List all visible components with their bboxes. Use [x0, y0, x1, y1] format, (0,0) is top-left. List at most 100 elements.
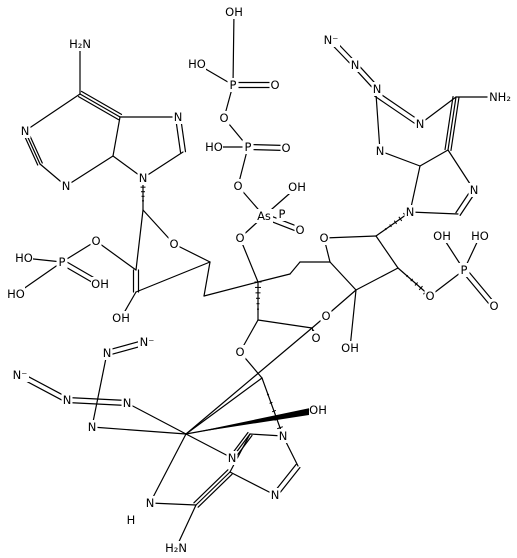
atom-label-naz2: N — [63, 393, 72, 407]
bond — [349, 289, 357, 349]
atom-label-bg — [61, 393, 73, 407]
atom-label-bg — [90, 234, 102, 248]
atom-label-bg — [60, 179, 72, 193]
atom-label-ob2: O — [233, 179, 242, 193]
bond — [135, 209, 144, 271]
atom-label-bg — [121, 396, 133, 410]
double-bond — [77, 96, 120, 121]
atom-label-oh3a: OH — [112, 311, 130, 325]
double-bond — [444, 95, 454, 151]
hash-bond — [393, 220, 397, 225]
bond — [112, 116, 121, 157]
atom-label-naz3: N — [123, 396, 132, 410]
bond — [229, 433, 251, 473]
double-bond — [276, 466, 301, 498]
bond — [447, 96, 457, 151]
atom-label-as: As — [257, 209, 271, 223]
atom-label-n_az1: N⁻ — [324, 33, 339, 47]
atom-label-nh2c: H₂N — [165, 541, 187, 555]
atom-label-bg — [227, 78, 239, 92]
atom-label-bg — [288, 180, 306, 194]
atom-label-bg — [458, 263, 470, 277]
double-bond — [450, 96, 460, 152]
atom-label-op3: O — [295, 223, 304, 237]
atom-label-naz6: N — [88, 420, 97, 434]
atom-label-p3: P — [279, 207, 286, 221]
hash-bond — [406, 274, 409, 278]
atom-label-bg — [7, 287, 25, 301]
atom-label-oh3c: O — [311, 331, 320, 345]
atom-label-op1b: O — [270, 78, 279, 92]
bond — [79, 93, 121, 118]
hash-bond — [410, 278, 414, 282]
atom-label-bg — [138, 335, 156, 349]
double-bond — [247, 143, 287, 147]
hash-bond — [277, 426, 283, 430]
bond — [409, 211, 459, 215]
atom-label-bg — [294, 223, 306, 237]
atom-label-n_az3: N — [373, 82, 382, 96]
atom-label-bg — [56, 255, 68, 269]
bond — [24, 93, 81, 132]
atom-label-opb2: O — [489, 299, 498, 313]
atom-label-n7c: N — [271, 488, 280, 502]
atom-label-n9c: N — [279, 429, 288, 443]
atom-label-hopa: HO — [15, 251, 33, 265]
atom-label-o4a: O — [169, 237, 178, 251]
bond — [257, 319, 313, 329]
atom-label-op2: O — [281, 141, 290, 155]
atom-label-hopa2: HO — [7, 287, 25, 301]
atom-label-n9a: N — [139, 171, 148, 185]
atom-label-bg — [414, 117, 426, 131]
bond — [229, 471, 276, 496]
atom-label-o4b: O — [319, 231, 328, 245]
atom-label-bg — [168, 237, 180, 251]
atom-label-hop2: HO — [205, 140, 223, 154]
bond — [65, 155, 114, 187]
hash-bond — [389, 224, 392, 228]
atom-label-ob3: O — [235, 231, 244, 245]
atom-label-pb: P — [461, 263, 468, 277]
atom-label-oh3b: OH — [341, 341, 359, 355]
double-bond — [20, 372, 69, 399]
atom-label-n3c: N — [228, 451, 237, 465]
atom-label-bg — [310, 331, 322, 345]
atom-label-bg — [269, 488, 281, 502]
atom-label-bg — [86, 420, 98, 434]
hash-bond — [384, 228, 387, 231]
atom-label-bg — [172, 110, 184, 124]
atom-label-bg — [433, 229, 451, 243]
bond — [91, 352, 108, 428]
hash-bond — [414, 282, 418, 286]
atom-label-hopb: HO — [471, 229, 489, 243]
bond — [232, 11, 235, 86]
atom-label-bg — [468, 183, 480, 197]
atom-label-ohpb: OH — [433, 229, 451, 243]
bond — [355, 267, 399, 291]
atom-label-bg — [67, 37, 93, 51]
hash-bond — [380, 231, 382, 234]
double-bond — [373, 95, 420, 127]
atom-label-ob1: O — [219, 111, 228, 125]
atom-label-bg — [137, 171, 149, 185]
atom-label-bg — [269, 78, 281, 92]
atom-label-nh2a: H₂N — [69, 37, 91, 51]
double-bond — [80, 90, 123, 115]
atom-label-n3b: N — [376, 144, 385, 158]
atom-label-bg — [487, 90, 513, 104]
atom-label-bg — [19, 124, 31, 138]
double-bond — [461, 271, 493, 309]
atom-label-bg — [225, 5, 243, 19]
atom-label-bg — [374, 144, 386, 158]
atom-label-bg — [280, 141, 292, 155]
atom-label-o3b: O — [321, 309, 330, 323]
atom-label-n1c: N — [146, 496, 155, 510]
double-bond — [197, 473, 233, 508]
atom-label-bg — [242, 140, 254, 154]
atom-label-naz5: N — [103, 346, 112, 360]
atom-label-p2: P — [245, 140, 252, 154]
bond — [203, 261, 211, 297]
hash-bond — [266, 393, 270, 396]
atom-label-bg — [309, 403, 327, 417]
